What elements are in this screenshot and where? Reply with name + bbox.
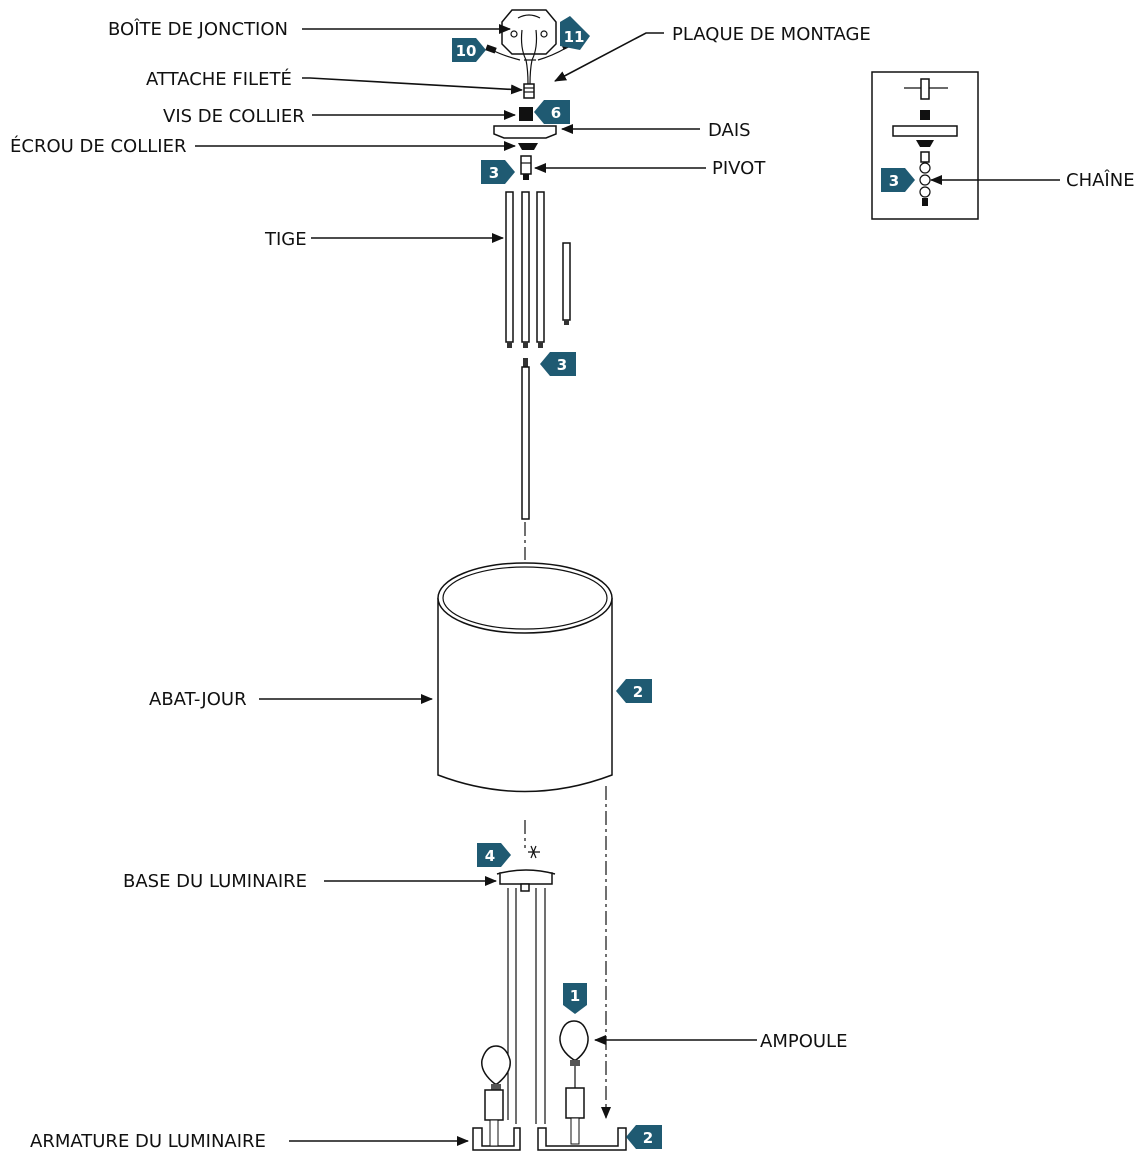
label-canopy: DAIS (708, 120, 751, 141)
svg-text:1: 1 (570, 987, 580, 1005)
step-badge-base: 4 (477, 843, 511, 867)
label-fixture-frame: ARMATURE DU LUMINAIRE (30, 1131, 266, 1152)
step-badge-bulb: 1 (563, 983, 587, 1014)
threaded-nipple-illustration (523, 83, 535, 99)
canopy-illustration (493, 125, 557, 139)
svg-text:3: 3 (557, 356, 567, 374)
label-collar-nut: ÉCROU DE COLLIER (10, 135, 186, 157)
svg-text:3: 3 (889, 172, 899, 190)
label-stem: TIGE (264, 229, 307, 250)
stem-rods (505, 191, 571, 520)
label-fixture-base: BASE DU LUMINAIRE (123, 871, 307, 892)
label-swivel: PIVOT (712, 158, 766, 179)
label-chain: CHAÎNE (1066, 169, 1135, 191)
label-junction-box: BOÎTE DE JONCTION (108, 18, 288, 40)
label-threaded-nipple: ATTACHE FILETÉ (146, 68, 292, 90)
step-badge-shade: 2 (616, 679, 652, 703)
step-badge-junction-left: 10 (452, 38, 486, 62)
junction-box-illustration (485, 9, 573, 85)
chain-inset-illustration (871, 71, 979, 220)
step-badge-stem: 3 (540, 352, 576, 376)
collar-nut-illustration (518, 143, 538, 150)
svg-text:4: 4 (485, 847, 495, 865)
label-shade: ABAT-JOUR (149, 689, 247, 710)
svg-text:10: 10 (456, 42, 477, 60)
step-badge-frame: 2 (626, 1125, 662, 1149)
svg-text:3: 3 (489, 164, 499, 182)
svg-text:11: 11 (564, 28, 585, 46)
step-badge-swivel: 3 (481, 160, 515, 184)
label-bulb: AMPOULE (760, 1031, 847, 1052)
label-mounting-plate: PLAQUE DE MONTAGE (672, 24, 871, 45)
svg-text:6: 6 (551, 104, 561, 122)
step-badge-collar: 6 (534, 100, 570, 124)
step-badge-chain: 3 (881, 168, 915, 192)
svg-text:2: 2 (633, 683, 643, 701)
shade-illustration (437, 562, 613, 793)
collar-screw-illustration (519, 107, 533, 121)
fixture-illustration (472, 845, 627, 1151)
step-badge-junction-right: 11 (560, 16, 590, 50)
svg-text:2: 2 (643, 1129, 653, 1147)
label-collar-screw: VIS DE COLLIER (163, 106, 305, 127)
swivel-illustration (520, 155, 532, 180)
